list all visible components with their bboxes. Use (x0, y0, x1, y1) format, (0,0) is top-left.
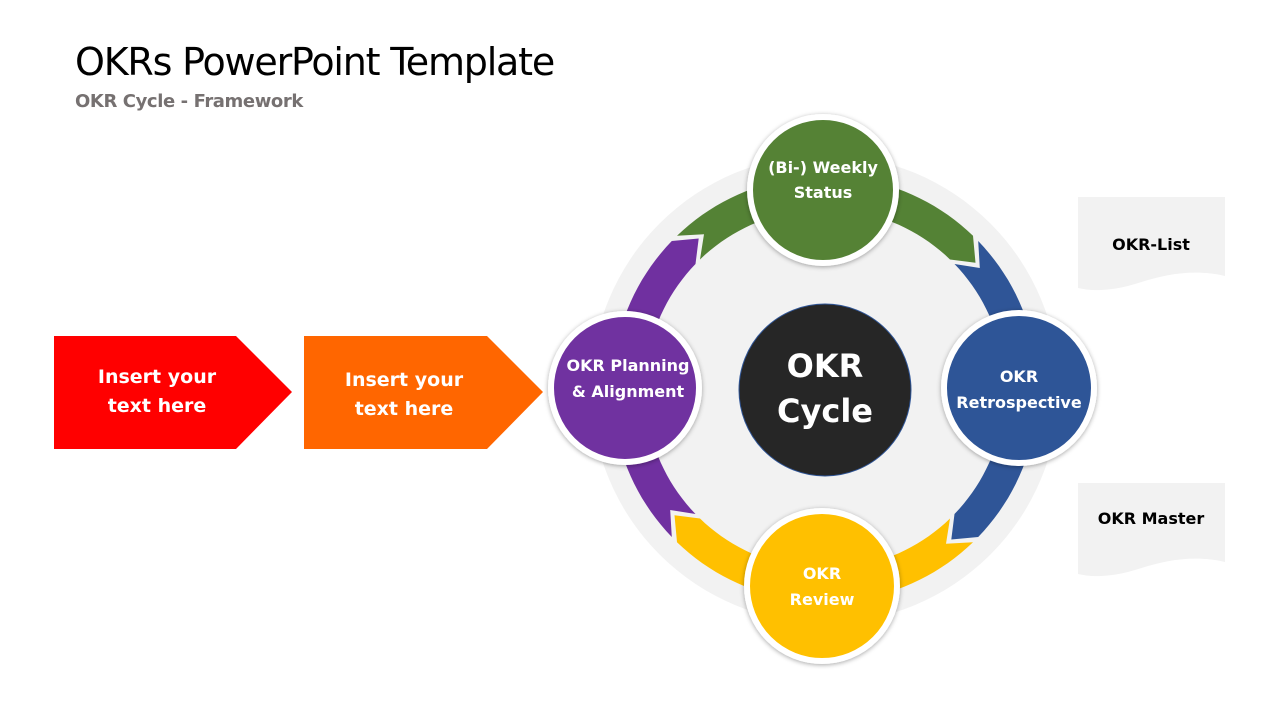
document-okr-master-label: OKR Master (1098, 509, 1205, 528)
cycle-center-line2: Cycle (777, 392, 873, 430)
input-arrow-1[interactable]: Insert your text here (54, 336, 292, 449)
input-arrow-1-line2: text here (108, 395, 207, 417)
document-okr-list-label: OKR-List (1112, 235, 1190, 254)
input-arrow-2-shape (304, 336, 543, 449)
stage-review-circle (744, 508, 900, 664)
document-okr-master[interactable]: OKR Master (1078, 483, 1225, 577)
document-okr-master-shape (1078, 483, 1225, 577)
input-arrow-2-line1: Insert your (345, 369, 464, 391)
stage-retrospective-line2: Retrospective (956, 393, 1082, 412)
stage-planning-line2: & Alignment (572, 382, 685, 401)
document-okr-list[interactable]: OKR-List (1078, 197, 1225, 291)
stage-planning[interactable]: OKR Planning & Alignment (548, 311, 702, 465)
stage-weekly-status[interactable]: (Bi-) Weekly Status (747, 114, 899, 266)
stage-planning-line1: OKR Planning (566, 356, 689, 375)
stage-weekly-status-circle (747, 114, 899, 266)
stage-review[interactable]: OKR Review (744, 508, 900, 664)
document-okr-list-shape (1078, 197, 1225, 291)
stage-review-line1: OKR (803, 564, 841, 583)
cycle-center-circle (738, 303, 912, 477)
cycle-center-line1: OKR (787, 347, 864, 385)
stage-planning-circle (548, 311, 702, 465)
slide-subtitle: OKR Cycle - Framework (75, 91, 303, 112)
stage-retrospective-line1: OKR (1000, 367, 1038, 386)
cycle-center[interactable]: OKR Cycle (738, 303, 912, 477)
input-arrow-1-shape (54, 336, 292, 449)
stage-weekly-status-line1: (Bi-) Weekly (768, 158, 878, 177)
input-arrow-2-line2: text here (355, 398, 454, 420)
input-arrow-1-line1: Insert your (98, 366, 217, 388)
stage-review-line2: Review (790, 590, 855, 609)
stage-retrospective-circle (941, 310, 1097, 466)
stage-weekly-status-line2: Status (794, 183, 853, 202)
slide-title: OKRs PowerPoint Template (75, 40, 555, 84)
input-arrow-2[interactable]: Insert your text here (304, 336, 543, 449)
stage-retrospective[interactable]: OKR Retrospective (941, 310, 1097, 466)
